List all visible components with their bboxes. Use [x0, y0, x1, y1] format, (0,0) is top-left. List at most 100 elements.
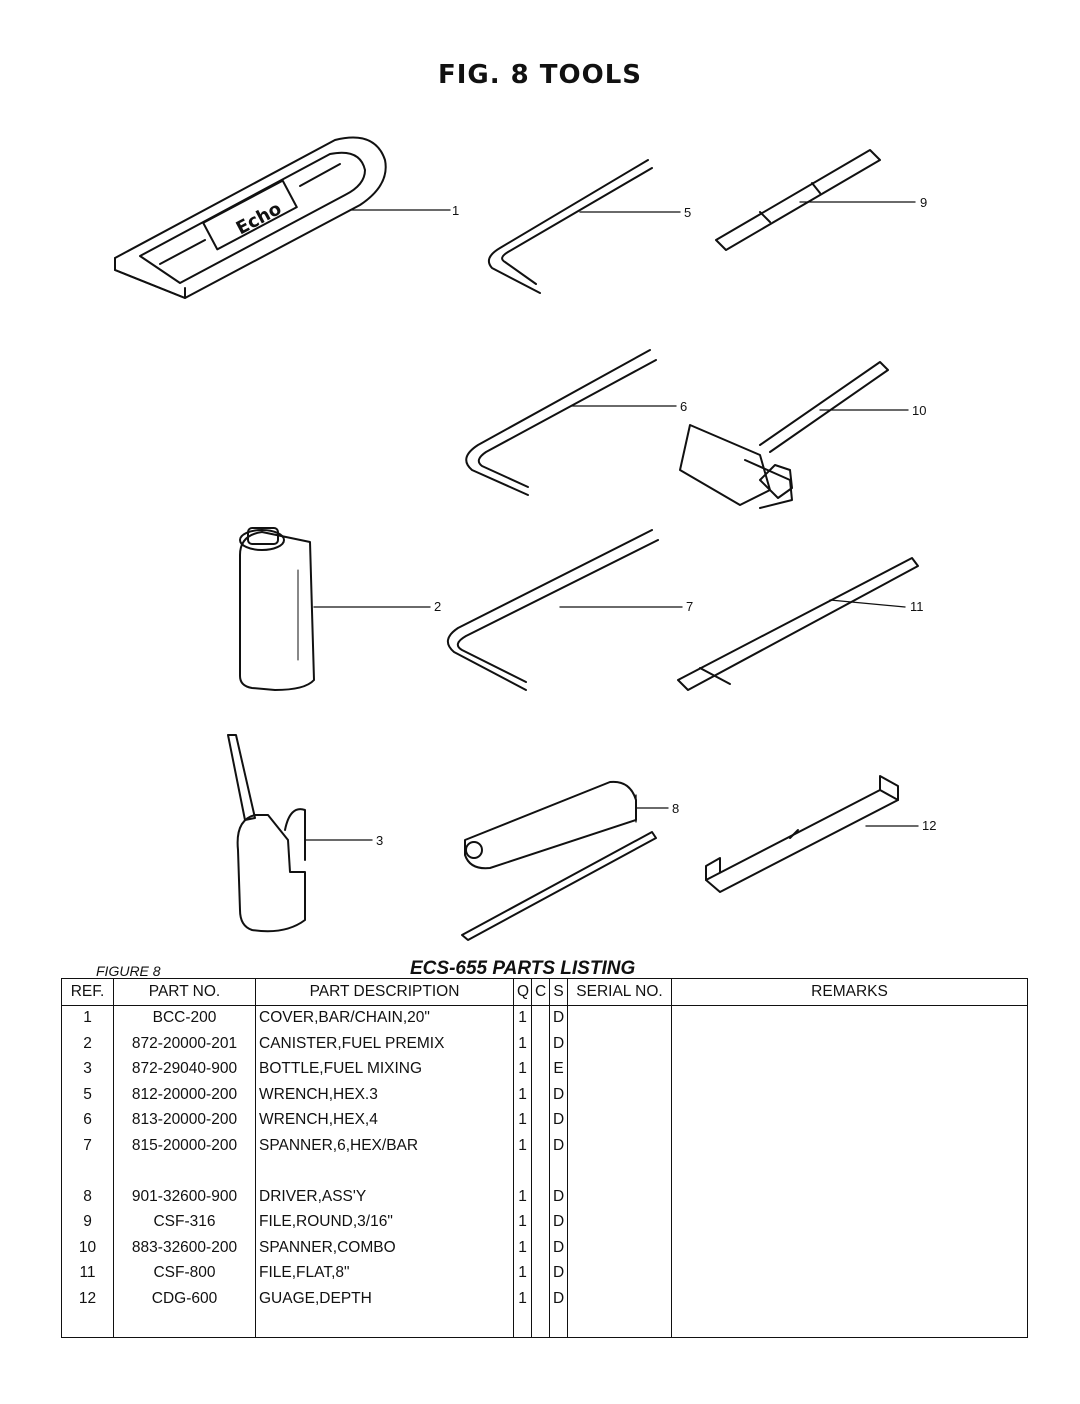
cell-s: D — [549, 1235, 568, 1261]
hex-spanner-bar-drawing — [447, 529, 683, 691]
cell-q: 1 — [513, 1260, 532, 1286]
table-row — [61, 1311, 1028, 1338]
cell-description: WRENCH,HEX,4 — [255, 1107, 514, 1133]
figure-label: FIGURE 8 — [96, 963, 161, 979]
cell-serial-no — [567, 1005, 672, 1031]
cell-q — [513, 1311, 532, 1338]
cell-remarks — [671, 1107, 1028, 1133]
cell-serial-no — [567, 1031, 672, 1057]
cell-ref: 9 — [61, 1209, 114, 1235]
cell-c — [531, 1311, 550, 1338]
cell-c — [531, 1209, 550, 1235]
header-ref: REF. — [61, 978, 114, 1006]
cell-ref: 8 — [61, 1184, 114, 1210]
driver-assembly-drawing — [461, 780, 669, 941]
cell-part-no — [113, 1311, 256, 1338]
cell-part-no: 872-29040-900 — [113, 1056, 256, 1082]
combo-spanner-drawing — [679, 361, 909, 509]
fuel-canister-drawing — [239, 527, 431, 691]
cell-serial-no — [567, 1133, 672, 1159]
cell-c — [531, 1031, 550, 1057]
cell-description: BOTTLE,FUEL MIXING — [255, 1056, 514, 1082]
cell-ref: 7 — [61, 1133, 114, 1159]
cell-q: 1 — [513, 1107, 532, 1133]
cell-q: 1 — [513, 1286, 532, 1312]
cell-ref: 2 — [61, 1031, 114, 1057]
cell-part-no — [113, 1158, 256, 1184]
cell-s: D — [549, 1133, 568, 1159]
callout-9: 9 — [920, 195, 927, 210]
cell-remarks — [671, 1235, 1028, 1261]
cell-description: WRENCH,HEX.3 — [255, 1082, 514, 1108]
cell-description: FILE,FLAT,8" — [255, 1260, 514, 1286]
cell-remarks — [671, 1031, 1028, 1057]
hex-wrench-4-drawing — [465, 349, 677, 496]
cell-description: CANISTER,FUEL PREMIX — [255, 1031, 514, 1057]
bar-chain-cover-drawing: Echo — [114, 136, 451, 299]
cell-part-no: CSF-800 — [113, 1260, 256, 1286]
cell-part-no: CSF-316 — [113, 1209, 256, 1235]
cell-s — [549, 1311, 568, 1338]
cell-serial-no — [567, 1260, 672, 1286]
cell-part-no: BCC-200 — [113, 1005, 256, 1031]
cell-serial-no — [567, 1082, 672, 1108]
parts-table: REF. PART NO. PART DESCRIPTION Q C S SER… — [61, 978, 1028, 1338]
cell-ref — [61, 1311, 114, 1338]
cell-remarks — [671, 1056, 1028, 1082]
callout-3: 3 — [376, 833, 383, 848]
cell-q: 1 — [513, 1235, 532, 1261]
cell-q: 1 — [513, 1209, 532, 1235]
flat-file-drawing — [677, 557, 919, 691]
cell-remarks — [671, 1133, 1028, 1159]
cell-description: DRIVER,ASS'Y — [255, 1184, 514, 1210]
cell-remarks — [671, 1082, 1028, 1108]
cell-description: SPANNER,COMBO — [255, 1235, 514, 1261]
callout-8: 8 — [672, 801, 679, 816]
cell-remarks — [671, 1311, 1028, 1338]
cell-part-no: CDG-600 — [113, 1286, 256, 1312]
cell-q: 1 — [513, 1133, 532, 1159]
depth-gauge-drawing — [705, 775, 919, 893]
cell-q — [513, 1158, 532, 1184]
cell-part-no: 812-20000-200 — [113, 1082, 256, 1108]
cell-s: D — [549, 1260, 568, 1286]
cell-s: D — [549, 1107, 568, 1133]
cell-remarks — [671, 1184, 1028, 1210]
cell-part-no: 883-32600-200 — [113, 1235, 256, 1261]
cell-q: 1 — [513, 1005, 532, 1031]
cell-c — [531, 1286, 550, 1312]
cell-serial-no — [567, 1286, 672, 1312]
cell-ref: 11 — [61, 1260, 114, 1286]
cell-serial-no — [567, 1158, 672, 1184]
hex-wrench-3-drawing — [487, 159, 681, 294]
cover-logo-text: Echo — [233, 198, 285, 239]
cell-s: D — [549, 1286, 568, 1312]
callout-7: 7 — [686, 599, 693, 614]
cell-description — [255, 1158, 514, 1184]
callout-2: 2 — [434, 599, 441, 614]
cell-s: D — [549, 1082, 568, 1108]
cell-c — [531, 1056, 550, 1082]
cell-part-no: 813-20000-200 — [113, 1107, 256, 1133]
header-part-no: PART NO. — [113, 978, 256, 1006]
cell-s: D — [549, 1031, 568, 1057]
cell-part-no: 815-20000-200 — [113, 1133, 256, 1159]
figure-title: FIG. 8 TOOLS — [437, 60, 643, 90]
cell-serial-no — [567, 1235, 672, 1261]
header-s: S — [549, 978, 568, 1006]
cell-serial-no — [567, 1056, 672, 1082]
cell-description — [255, 1311, 514, 1338]
cell-q: 1 — [513, 1082, 532, 1108]
header-remarks: REMARKS — [671, 978, 1028, 1006]
callout-5: 5 — [684, 205, 691, 220]
cell-serial-no — [567, 1311, 672, 1338]
callout-12: 12 — [922, 818, 936, 833]
